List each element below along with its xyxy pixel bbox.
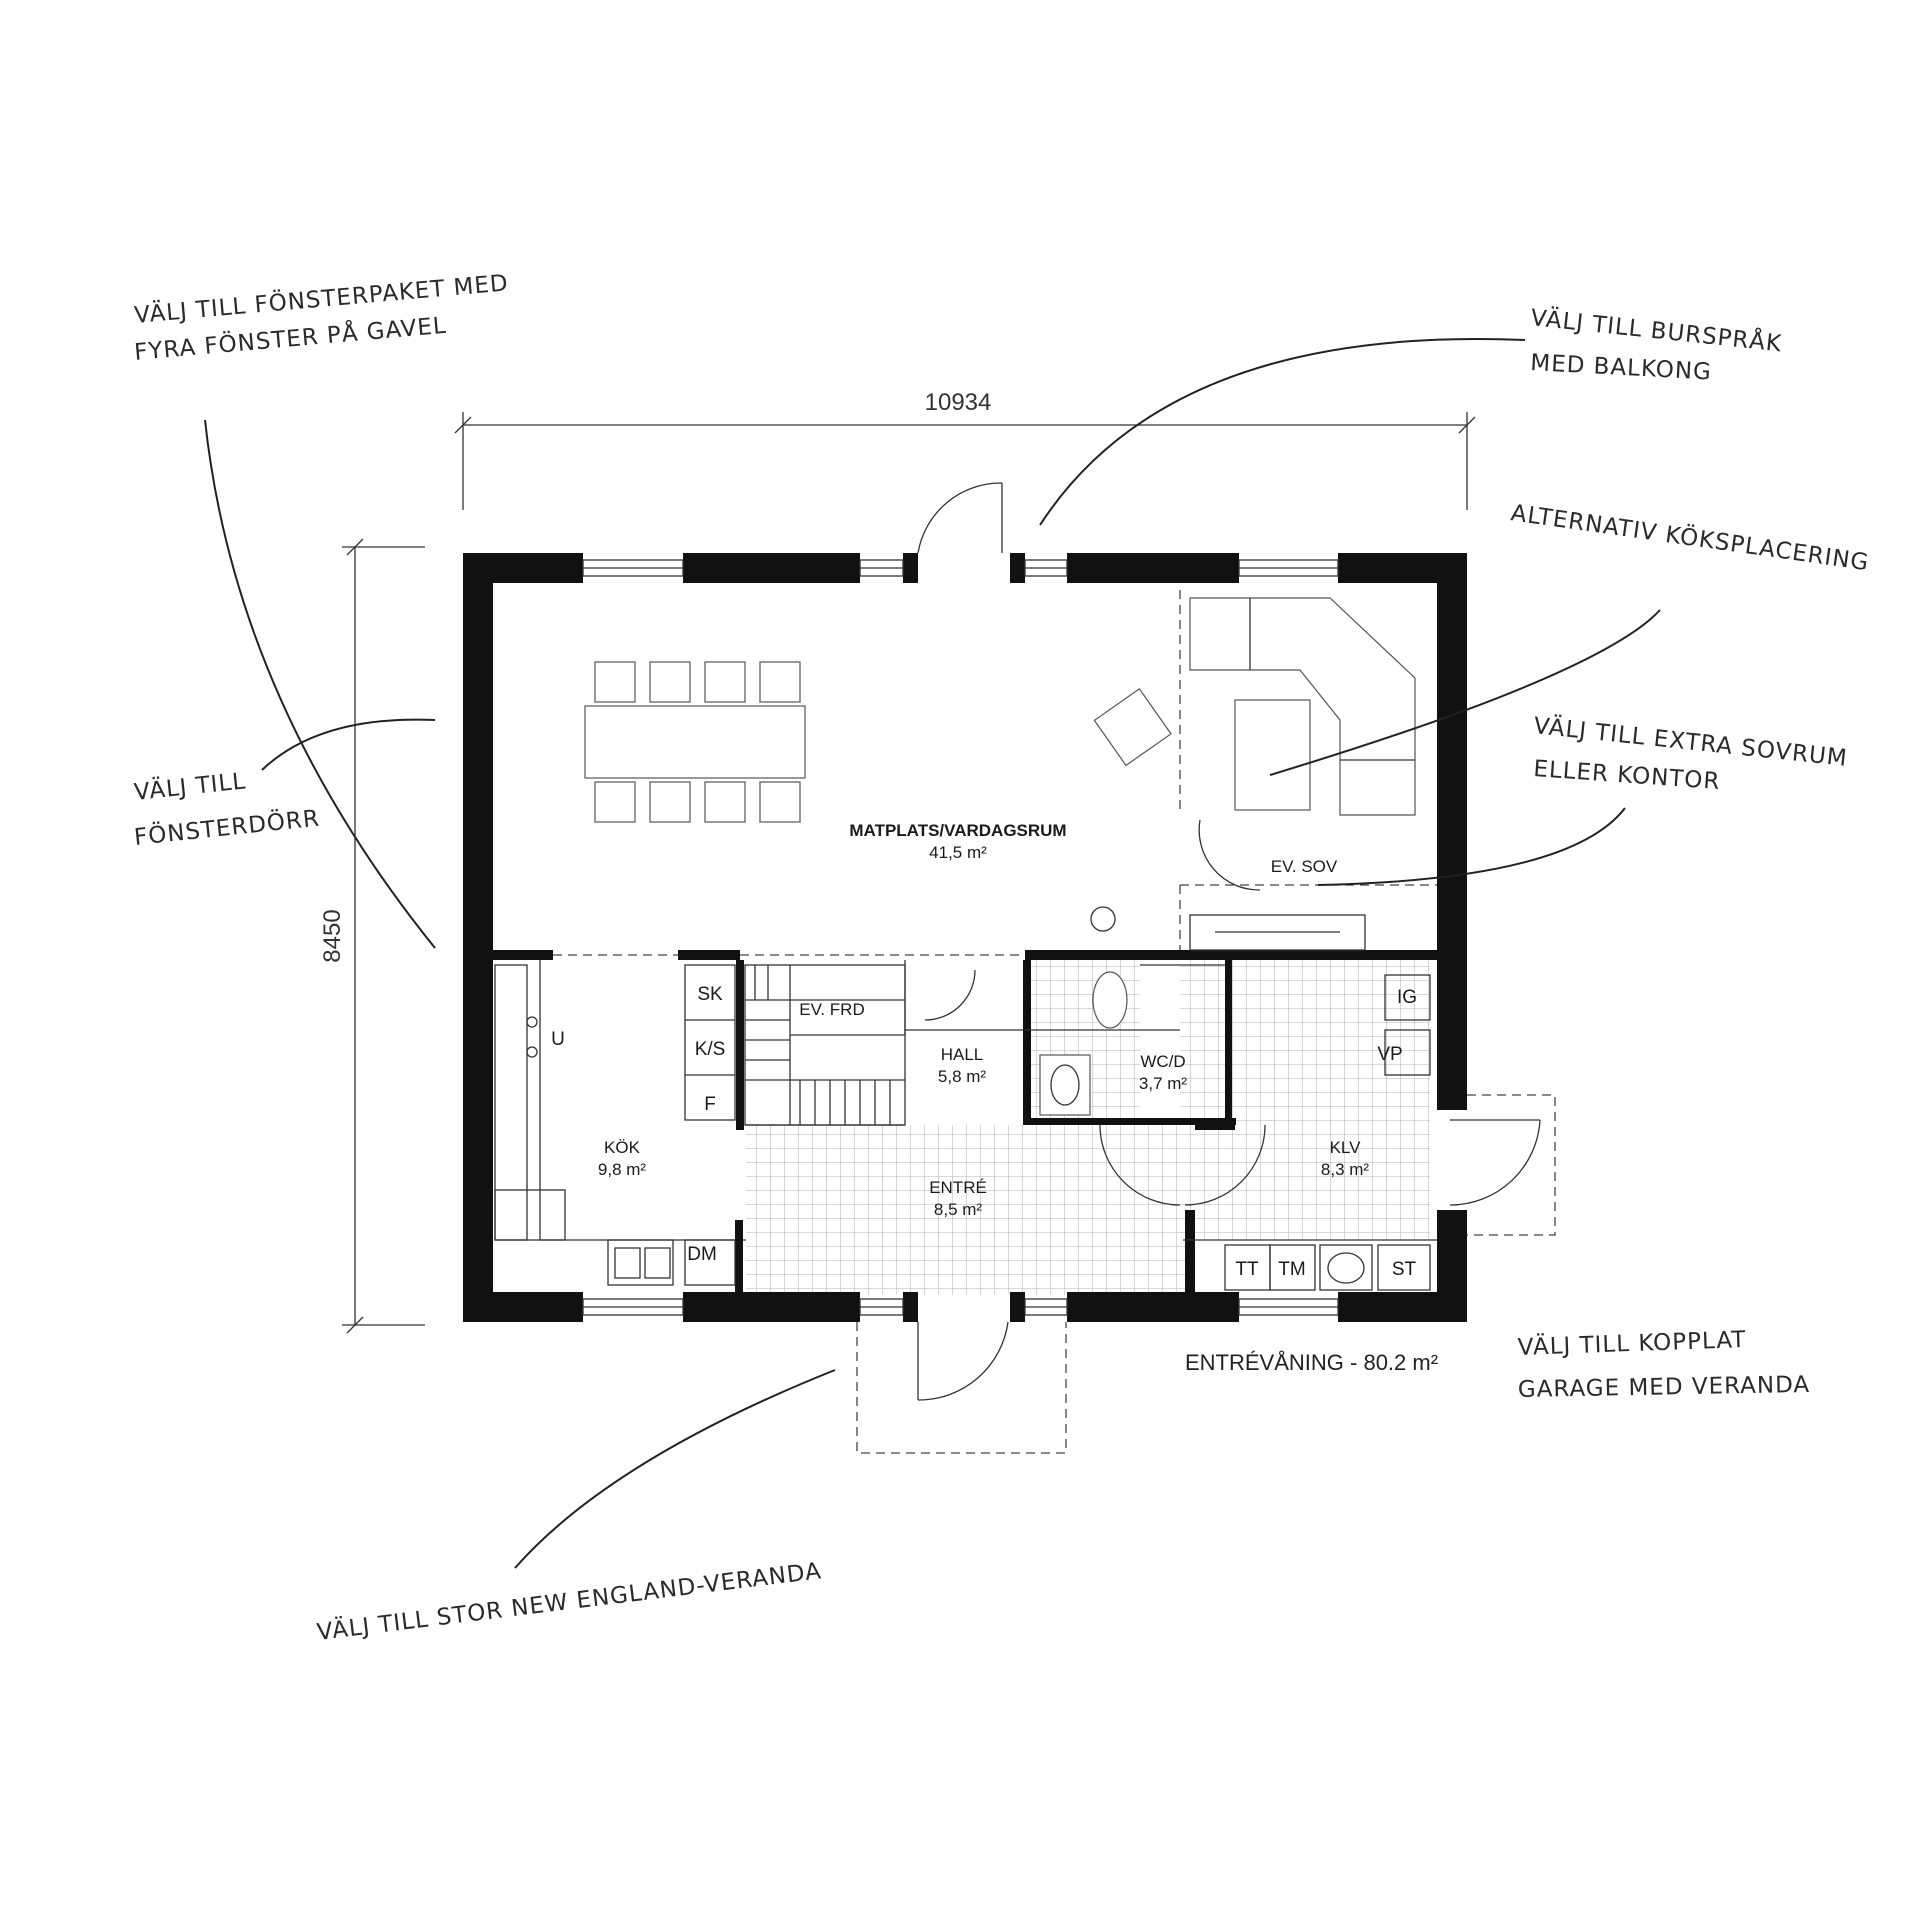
doors [917, 482, 1541, 1401]
room-laundry-name: KLV [1330, 1138, 1362, 1157]
kitchen-fixtures [494, 964, 736, 1286]
annotation-windows-gable-line1: VÄLJ TILL FÖNSTERPAKET MED [133, 268, 510, 329]
room-bedroom-name: EV. SOV [1271, 857, 1338, 876]
exterior-walls [463, 553, 1467, 1322]
annotation-french-door-line1: VÄLJ TILL [133, 766, 248, 806]
laundry-fixtures [1224, 974, 1431, 1291]
annotation-french-door: VÄLJ TILL FÖNSTERDÖRR [133, 718, 436, 851]
room-laundry-area: 8,3 m² [1321, 1160, 1370, 1179]
room-stair-name: EV. FRD [799, 1000, 865, 1019]
floor-total-label: ENTRÉVÅNING - 80.2 m² [1185, 1350, 1438, 1375]
dining-table [584, 661, 806, 823]
staircase [744, 964, 906, 1126]
annotation-garage: VÄLJ TILL KOPPLAT GARAGE MED VERANDA [1517, 1325, 1810, 1403]
annotation-extra-room-line2: ELLER KONTOR [1533, 756, 1722, 795]
annotation-windows-gable: VÄLJ TILL FÖNSTERPAKET MED FYRA FÖNSTER … [133, 268, 510, 949]
wc-fixtures [1039, 964, 1225, 1116]
optional-outlines [856, 1094, 1556, 1454]
annotation-veranda: VÄLJ TILL STOR NEW ENGLAND-VERANDA [315, 1369, 836, 1646]
code-f: F [704, 1094, 716, 1115]
annotation-bay-line2: MED BALKONG [1530, 350, 1713, 385]
room-wc-name: WC/D [1140, 1052, 1185, 1071]
code-tt: TT [1235, 1259, 1259, 1280]
code-ks: K/S [695, 1039, 726, 1060]
code-st: ST [1392, 1259, 1417, 1280]
room-entry-area: 8,5 m² [934, 1200, 983, 1219]
code-sk: SK [697, 984, 723, 1005]
room-living-name: MATPLATS/VARDAGSRUM [849, 821, 1066, 840]
annotation-garage-line1: VÄLJ TILL KOPPLAT [1517, 1325, 1747, 1361]
sofa-group [1090, 597, 1416, 951]
code-u: U [551, 1029, 565, 1050]
annotation-veranda-line1: VÄLJ TILL STOR NEW ENGLAND-VERANDA [315, 1556, 823, 1646]
interior-walls [493, 590, 1437, 1292]
room-living-area: 41,5 m² [929, 843, 987, 862]
room-labels: MATPLATS/VARDAGSRUM 41,5 m² EV. SOV EV. … [598, 821, 1370, 1219]
code-dm: DM [687, 1244, 717, 1265]
annotation-kitchen-alt-line1: ALTERNATIV KÖKSPLACERING [1509, 498, 1871, 576]
room-hall-name: HALL [941, 1045, 984, 1064]
room-kitchen-area: 9,8 m² [598, 1160, 647, 1179]
appliance-codes: SK K/S F U DM IG VP TT TM ST [551, 984, 1417, 1280]
code-tm: TM [1278, 1259, 1305, 1280]
code-vp: VP [1377, 1044, 1402, 1065]
depth-label: 8450 [319, 909, 346, 962]
annotation-garage-line2: GARAGE MED VERANDA [1518, 1372, 1811, 1403]
room-entry-name: ENTRÉ [929, 1178, 987, 1197]
depth-dimension: 8450 [319, 538, 425, 1334]
room-wc-area: 3,7 m² [1139, 1074, 1188, 1093]
room-kitchen-name: KÖK [604, 1138, 641, 1157]
code-ig: IG [1397, 987, 1417, 1008]
width-label: 10934 [925, 389, 992, 416]
annotation-bay: VÄLJ TILL BURSPRÅK MED BALKONG [1039, 303, 1783, 526]
windows [582, 559, 1339, 1316]
annotation-french-door-line2: FÖNSTERDÖRR [133, 804, 321, 851]
width-dimension: 10934 [454, 389, 1476, 510]
annotation-bay-line1: VÄLJ TILL BURSPRÅK [1529, 303, 1783, 357]
room-hall-area: 5,8 m² [938, 1067, 987, 1086]
